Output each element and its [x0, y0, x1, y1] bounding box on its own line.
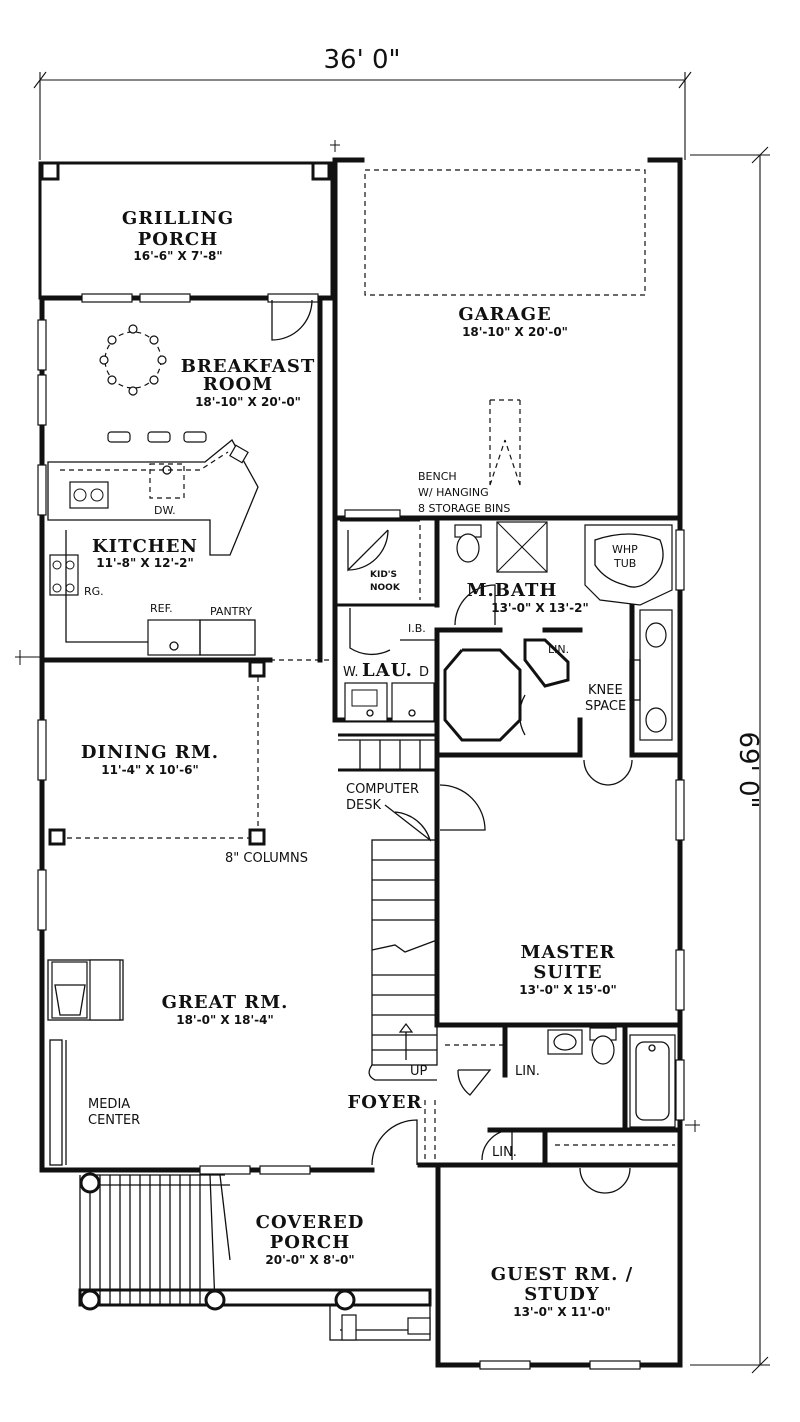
kitchen-size: 11'-8" X 12'-2" — [96, 556, 194, 570]
hall-lin-label: LIN. — [515, 1064, 540, 1079]
kids-nook-label-1: KID'S — [370, 570, 397, 580]
interior-walls — [39, 295, 683, 1168]
guest-room-study: GUEST RM. / STUDY 13'-0" X 11'-0" — [491, 1264, 633, 1319]
covered-porch: COVERED PORCH 20'-0" X 8'-0" — [78, 1172, 432, 1341]
dimension-width: 36' 0" — [33, 45, 692, 160]
guest-room-size: 13'-0" X 11'-0" — [513, 1305, 611, 1319]
great-room: MEDIA CENTER GREAT RM. 18'-0" X 18'-4" — [47, 959, 289, 1166]
kitchen-title: KITCHEN — [92, 536, 198, 557]
grilling-porch-title-2: PORCH — [138, 229, 219, 250]
mbath-size: 13'-0" X 13'-2" — [491, 601, 589, 615]
guest-room-title-1: GUEST RM. / — [491, 1264, 633, 1285]
dining-room: DINING RM. 11'-4" X 10'-6" 8" COLUMNS — [48, 660, 308, 866]
great-room-size: 18'-0" X 18'-4" — [176, 1013, 274, 1027]
grilling-porch-title-1: GRILLING — [122, 208, 234, 229]
washer-label: W. — [343, 665, 359, 680]
knee-space-label-2: SPACE — [585, 699, 626, 714]
master-suite-size: 13'-0" X 15'-0" — [519, 983, 617, 997]
master-suite: MASTER SUITE 13'-0" X 15'-0" — [519, 942, 617, 997]
computer-desk-label-2: DESK — [346, 798, 381, 813]
pantry-label: PANTRY — [210, 605, 252, 618]
whp-label-1: WHP — [612, 543, 638, 556]
breakfast-room: BREAKFAST ROOM 18'-10" X 20'-0" — [99, 324, 316, 409]
windows — [37, 293, 685, 1370]
garage-size: 18'-10" X 20'-0" — [462, 325, 568, 339]
stair-up-label: UP — [410, 1064, 428, 1079]
mbath-title: M.BATH — [467, 580, 558, 601]
breakfast-size: 18'-10" X 20'-0" — [195, 395, 301, 409]
great-room-title: GREAT RM. — [162, 992, 289, 1013]
garage-title: GARAGE — [458, 304, 551, 325]
master-bath: WHP TUB M.BATH 13'-0" X 13'-2" KNEE SPAC… — [443, 521, 673, 786]
ref-label: REF. — [150, 602, 173, 615]
covered-porch-title-2: PORCH — [270, 1232, 351, 1253]
covered-porch-title-1: COVERED — [256, 1212, 365, 1233]
garage: GARAGE 18'-10" X 20'-0" — [364, 169, 646, 486]
media-center-label-1: MEDIA — [88, 1097, 130, 1112]
porch-steps — [79, 1174, 231, 1306]
mbath-lin-label: LIN. — [548, 643, 569, 656]
grilling-porch-columns — [40, 161, 331, 181]
whp-label-2: TUB — [613, 557, 636, 570]
kids-nook-label-2: NOOK — [370, 583, 401, 593]
master-suite-title-2: SUITE — [533, 962, 602, 983]
foyer-title: FOYER — [348, 1092, 423, 1113]
breakfast-title-2: ROOM — [203, 374, 273, 395]
grilling-porch: GRILLING PORCH 16'-6" X 7'-8" — [122, 208, 313, 341]
foyer: FOYER — [348, 1092, 436, 1166]
covered-porch-size: 20'-0" X 8'-0" — [265, 1253, 354, 1267]
stair-area: COMPUTER DESK UP — [338, 739, 486, 1081]
breakfast-title-1: BREAKFAST — [181, 356, 316, 377]
ib-label: I.B. — [408, 622, 426, 635]
kitchen: DW. RG. REF. PANTRY KITCHEN 11'-8" X 12'… — [47, 431, 259, 656]
dining-title: DINING RM. — [81, 742, 219, 763]
computer-desk-label-1: COMPUTER — [346, 782, 419, 797]
bench-label-3: 8 STORAGE BINS — [418, 502, 510, 515]
laundry-title: LAU. — [362, 660, 413, 681]
kids-nook-laundry: BENCH W/ HANGING 8 STORAGE BINS KID'S NO… — [343, 470, 510, 722]
tick-marks — [15, 140, 700, 1132]
depth-dimension-label: 69' 0" — [733, 732, 763, 809]
width-dimension-label: 36' 0" — [324, 45, 401, 75]
media-center-label-2: CENTER — [88, 1113, 140, 1128]
guest-room-title-2: STUDY — [524, 1284, 600, 1305]
dw-label: DW. — [154, 504, 176, 517]
dimension-depth: 69' 0" — [690, 146, 770, 1374]
master-suite-title-1: MASTER — [521, 942, 616, 963]
dining-size: 11'-4" X 10'-6" — [101, 763, 199, 777]
hall-bath: LIN. LIN. — [445, 1027, 676, 1194]
grilling-porch-size: 16'-6" X 7'-8" — [133, 249, 222, 263]
bench-label-1: BENCH — [418, 470, 457, 483]
knee-space-label-1: KNEE — [588, 683, 623, 698]
columns-label: 8" COLUMNS — [225, 851, 308, 866]
guest-lin-label: LIN. — [492, 1145, 517, 1160]
rg-label: RG. — [84, 585, 104, 598]
dryer-label: D — [419, 665, 429, 680]
bench-label-2: W/ HANGING — [418, 486, 489, 499]
